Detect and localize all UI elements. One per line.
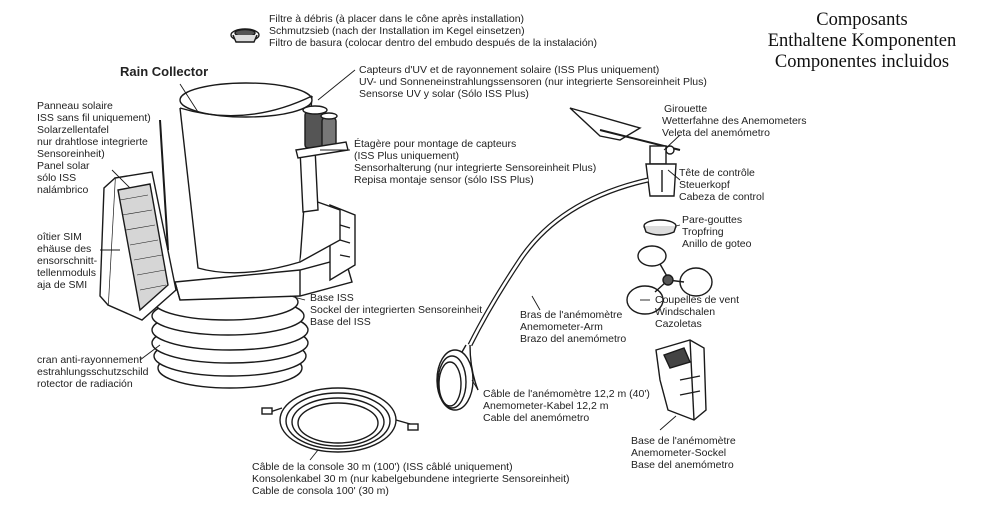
label-radiation-shield: cran anti-rayonnement estrahlungsschutzs… (37, 354, 149, 390)
debris-filter-drawing (230, 28, 260, 43)
console-cable-drawing (261, 387, 419, 453)
label-uv-solar-sensors: Capteurs d'UV et de rayonnement solaire … (359, 64, 707, 100)
label-anemometer-base: Base de l'anémomètre Anemometer-Sockel B… (631, 435, 736, 471)
label-wind-cups: Coupelles de vent Windschalen Cazoletas (655, 294, 740, 330)
drip-ring-drawing (643, 219, 677, 236)
label-anemometer-arm: Bras de l'anémomètre Anemometer-Arm Braz… (520, 309, 627, 345)
rain-collector-drawing (179, 82, 341, 274)
label-sim-box: oîtier SIM ehäuse des ensorschnitt- tell… (37, 231, 98, 291)
wind-cups-drawing (626, 245, 713, 315)
anemometer-arm-drawing (467, 177, 649, 391)
radiation-shield-drawing (151, 283, 309, 389)
control-head-drawing (645, 145, 677, 197)
label-wind-vane: Girouette Wetterfahne des Anemometers Ve… (662, 103, 807, 139)
title-fr: Composants (816, 10, 908, 30)
solar-panel-drawing (99, 171, 177, 321)
label-rain-collector: Rain Collector (120, 64, 209, 79)
components-title: Composants Enthaltene Komponenten Compon… (752, 10, 972, 73)
label-debris-filter: Filtre à débris (à placer dans le cône a… (269, 13, 598, 49)
anemometer-cable-drawing (436, 344, 474, 411)
label-control-head: Tête de contrôle Steuerkopf Cabeza de co… (679, 167, 765, 203)
label-sensor-shelf: Étagère pour montage de capteurs (ISS Pl… (354, 138, 597, 186)
label-solar-panel: Panneau solaire ISS sans fil uniquement)… (37, 100, 151, 196)
anemometer-base-drawing (655, 339, 707, 421)
label-anemometer-cable: Câble de l'anémomètre 12,2 m (40') Anemo… (483, 388, 650, 424)
wind-vane-drawing (569, 107, 681, 155)
label-iss-base: Base ISS Sockel der integrierten Sensore… (310, 292, 483, 328)
label-console-cable: Câble de la console 30 m (100') (ISS câb… (252, 461, 570, 497)
label-drip-ring: Pare-gouttes Tropfring Anillo de goteo (682, 214, 752, 250)
title-es: Componentes incluidos (774, 52, 950, 72)
leader-lines (100, 69, 681, 461)
title-de: Enthaltene Komponenten (767, 31, 957, 51)
